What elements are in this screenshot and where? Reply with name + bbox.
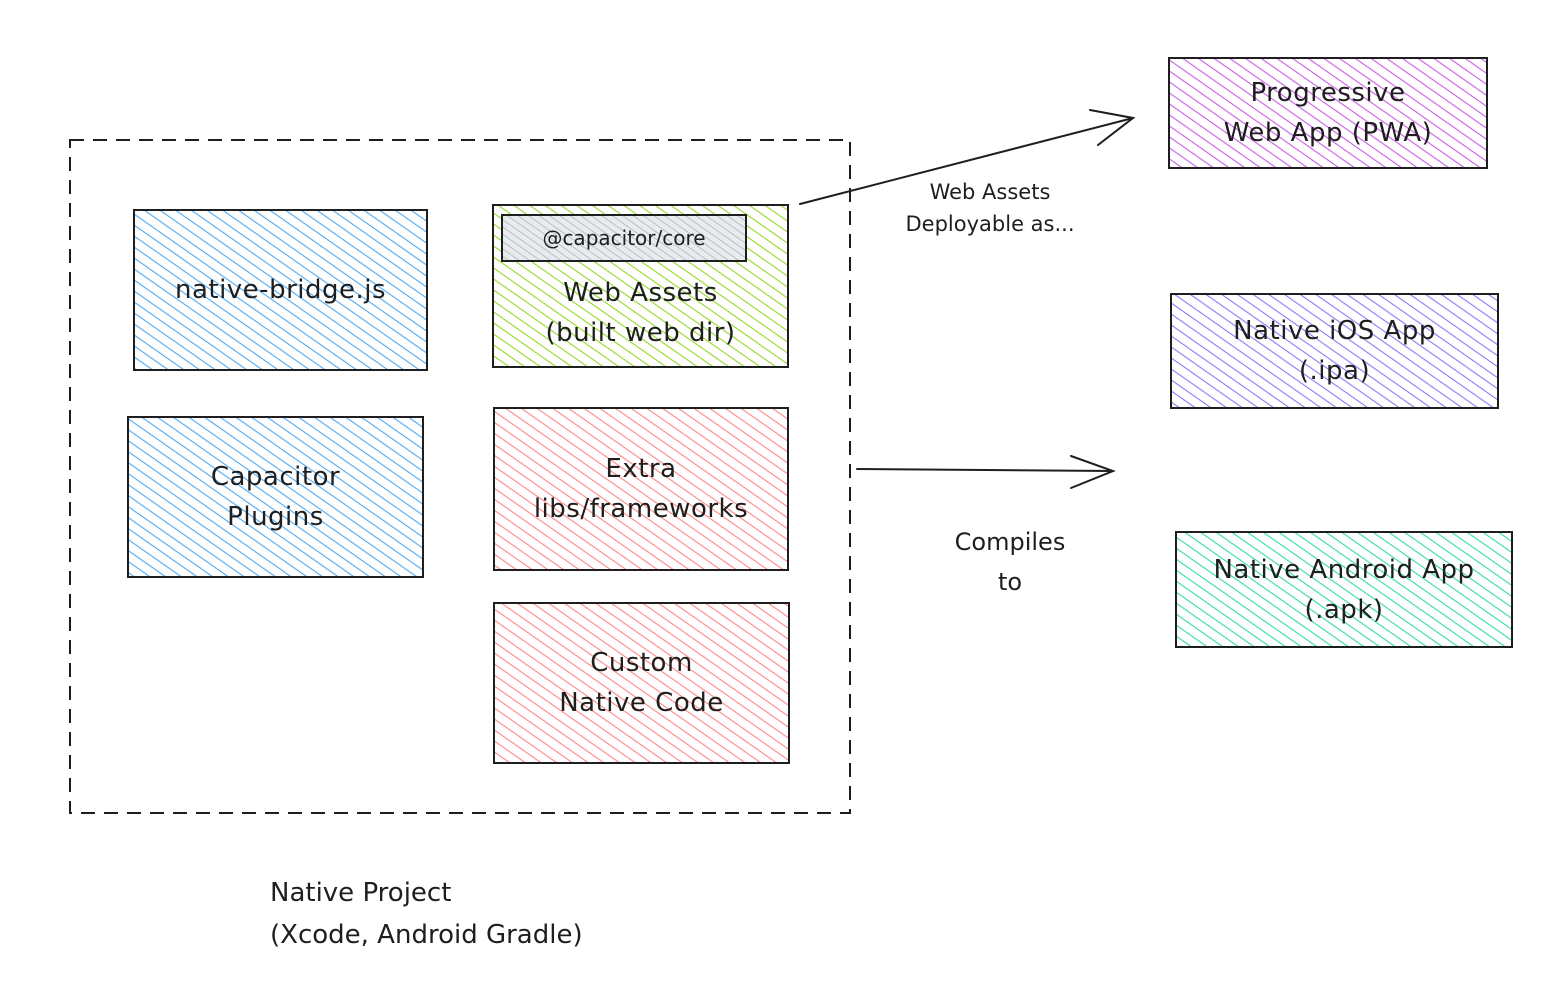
web-assets-label-wrap: Web Assets (built web dir) — [493, 268, 788, 358]
ios-label-line1: Native iOS App — [1233, 316, 1436, 346]
custom-native-label-wrap: Custom Native Code — [494, 603, 789, 763]
android-box — [1175, 531, 1513, 648]
native-bridge-label: native-bridge.js — [174, 275, 387, 305]
native-project-container — [69, 139, 851, 814]
extra-libs-label-line2: libs/frameworks — [533, 494, 749, 524]
ios-box — [1170, 293, 1499, 409]
native-project-caption: Native Project (Xcode, Android Gradle) — [270, 872, 690, 956]
ios-label-wrap: Native iOS App (.ipa) — [1171, 294, 1498, 408]
compile-edge-label-line1: Compiles — [954, 528, 1066, 556]
custom-native-label-line2: Native Code — [559, 688, 724, 718]
native-bridge-label-wrap: native-bridge.js — [134, 210, 427, 370]
capacitor-plugins-label-line2: Plugins — [227, 502, 324, 532]
capacitor-plugins-box — [127, 416, 424, 578]
ios-label-line2: (.ipa) — [1298, 356, 1371, 386]
compile-arrow — [856, 455, 1116, 489]
native-bridge-box — [133, 209, 428, 371]
custom-native-label-line1: Custom — [590, 648, 693, 678]
pwa-label-line1: Progressive — [1250, 78, 1406, 108]
extra-libs-label-wrap: Extra libs/frameworks — [494, 408, 788, 570]
pwa-label-wrap: Progressive Web App (PWA) — [1169, 58, 1487, 168]
deploy-edge-label-line2: Deployable as... — [905, 212, 1075, 236]
capacitor-core-tag-label: @capacitor/core — [542, 226, 706, 250]
compile-edge-label: Compiles to — [930, 522, 1090, 602]
custom-native-box — [493, 602, 790, 764]
android-label-line1: Native Android App — [1213, 554, 1475, 585]
pwa-box — [1168, 57, 1488, 169]
compile-edge-label-line2: to — [997, 568, 1023, 596]
native-project-caption-line1: Native Project — [270, 878, 452, 908]
android-label-wrap: Native Android App (.apk) — [1176, 532, 1512, 647]
capacitor-core-tag-box — [501, 214, 747, 262]
deploy-arrow — [799, 109, 1136, 205]
capacitor-plugins-label-wrap: Capacitor Plugins — [128, 417, 423, 577]
deploy-edge-label-line1: Web Assets — [929, 180, 1051, 204]
capacitor-plugins-label-line1: Capacitor — [210, 462, 341, 492]
pwa-label-line2: Web App (PWA) — [1223, 118, 1433, 148]
native-project-caption-line2: (Xcode, Android Gradle) — [270, 920, 583, 950]
android-label-line2: (.apk) — [1304, 594, 1384, 625]
deploy-edge-label: Web Assets Deployable as... — [880, 176, 1100, 240]
extra-libs-box — [493, 407, 789, 571]
extra-libs-label-line1: Extra — [605, 454, 677, 484]
web-assets-label-line2: (built web dir) — [545, 318, 736, 348]
web-assets-label-line1: Web Assets — [563, 278, 718, 308]
capacitor-core-tag: @capacitor/core — [502, 215, 746, 261]
